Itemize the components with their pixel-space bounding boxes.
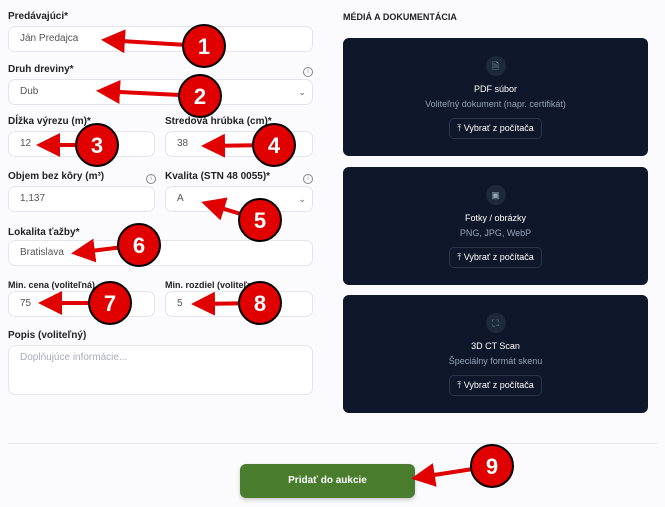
card-subtitle: PNG, JPG, WebP (459, 228, 532, 238)
upload-icon: ⤒ (457, 252, 464, 262)
add-to-auction-button[interactable]: Pridať do aukcie (240, 464, 415, 498)
file-icon: 🗎 (485, 56, 506, 76)
diameter-input[interactable]: 38 (165, 131, 313, 157)
min-step-input[interactable]: 5 (165, 291, 313, 317)
location-label: Lokalita ťažby* (8, 227, 80, 238)
ct-scan-upload-card: ⛶ 3D CT Scan Špeciálny formát skenu ⤒ Vy… (343, 295, 648, 413)
annotation-circle (470, 444, 514, 488)
quality-value: A (177, 193, 184, 204)
images-upload-card: ▣ Fotky / obrázky PNG, JPG, WebP ⤒ Vybra… (343, 167, 648, 285)
choose-file-button[interactable]: ⤒ Vybrať z počítača (449, 118, 542, 139)
upload-icon: ⤒ (457, 123, 464, 133)
button-label: Vybrať z počítača (463, 123, 534, 133)
description-label: Popis (voliteľný) (8, 330, 87, 341)
upload-icon: ⤒ (457, 380, 464, 390)
chevron-down-icon: ⌄ (298, 87, 306, 97)
wood-type-select[interactable]: Dub ⌄ (8, 79, 313, 105)
annotation-arrow (411, 463, 493, 487)
annotation-number: 9 (486, 454, 498, 479)
volume-label: Objem bez kôry (m³) (8, 171, 105, 182)
length-label: Dĺžka výrezu (m)* (8, 116, 91, 127)
button-label: Vybrať z počítača (463, 380, 534, 390)
seller-label: Predávajúci* (8, 11, 69, 22)
scan-icon: ⛶ (485, 313, 506, 333)
card-subtitle: Voliteľný dokument (napr. certifikát) (425, 99, 566, 109)
description-textarea[interactable]: Doplňujúce informácie... (8, 345, 313, 395)
info-icon[interactable]: i (146, 174, 156, 184)
choose-file-button[interactable]: ⤒ Vybrať z počítača (449, 375, 542, 396)
card-title: PDF súbor (473, 84, 517, 94)
image-icon: ▣ (485, 185, 506, 205)
min-price-input[interactable]: 75 (8, 291, 155, 317)
length-input[interactable]: 12 (8, 131, 155, 157)
chevron-down-icon: ⌄ (298, 194, 306, 204)
volume-input[interactable]: 1,137 (8, 186, 155, 212)
location-input[interactable]: Bratislava (8, 240, 313, 266)
diameter-label: Stredová hrúbka (cm)* (165, 116, 272, 127)
choose-file-button[interactable]: ⤒ Vybrať z počítača (449, 247, 542, 268)
quality-select[interactable]: A⌄ (165, 186, 313, 212)
info-icon[interactable]: i (303, 174, 313, 184)
info-icon[interactable]: i (303, 67, 313, 77)
divider (8, 443, 657, 444)
wood-type-value: Dub (20, 86, 39, 97)
card-subtitle: Špeciálny formát skenu (448, 356, 543, 366)
media-section-title: MÉDIÁ A DOKUMENTÁCIA (343, 12, 457, 22)
card-title: Fotky / obrázky (464, 213, 527, 223)
seller-input[interactable]: Ján Predajca (8, 26, 313, 52)
quality-label: Kvalita (STN 48 0055)* (165, 171, 271, 182)
pdf-upload-card: 🗎 PDF súbor Voliteľný dokument (napr. ce… (343, 38, 648, 156)
min-step-label: Min. rozdiel (voliteľná) (165, 280, 261, 290)
min-price-label: Min. cena (voliteľná) (8, 280, 95, 290)
button-label: Vybrať z počítača (463, 252, 534, 262)
card-title: 3D CT Scan (471, 341, 520, 351)
wood-type-label: Druh dreviny* (8, 64, 74, 75)
